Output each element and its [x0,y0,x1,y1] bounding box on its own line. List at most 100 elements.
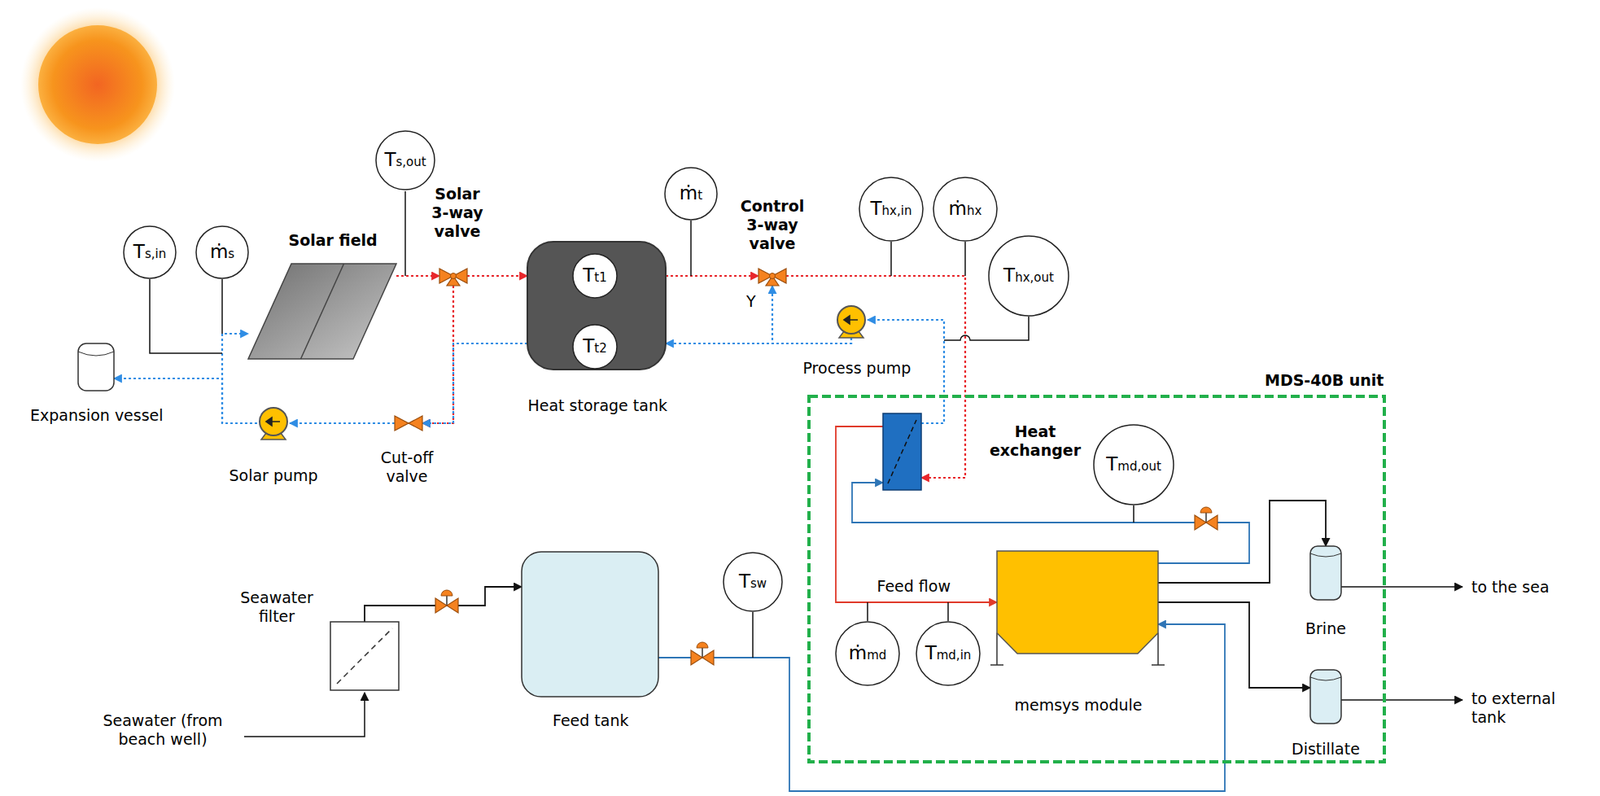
component-label: MDS-40B unit [1264,371,1384,390]
three-way-valve-part [769,273,776,280]
cut-off-valve: Cut-off valve [394,414,423,433]
annotation-label: to the sea [1468,577,1552,597]
component-label: memsys module [1014,695,1143,715]
sensor-circle: Tsw [722,551,783,613]
pump-symbol: Solar pump [257,406,290,440]
heat-exchanger-part [887,419,917,484]
leader-line [944,316,1029,341]
sensor-circle-part [933,177,997,241]
sensor-label: Ts,out [384,149,426,171]
sensor-circle: ṁhx [932,176,998,242]
sensor-circle: Tmd,in [915,620,981,687]
feed-tank: Feed tank [521,551,659,697]
sensor-label: Tsw [738,571,767,592]
sensor-label: ṁmd [848,642,888,664]
sensor-label: Thx,out [1003,265,1054,286]
component-label: Expansion vessel [30,406,164,425]
distillate-outlet [1341,699,1463,701]
membrane-module-outline [996,550,1159,654]
sensor-circle-part [988,236,1069,316]
component-label: Cut-off valve [368,448,446,486]
solar-collector: Solar field [248,263,397,359]
valve-symbol [1194,507,1218,530]
component-label: Heat exchanger [982,422,1089,460]
pipe-connector [786,275,966,478]
flow-label: Feed flow [874,577,954,596]
pipe-connector [1158,602,1311,688]
annotation-label: to external tank [1468,689,1584,727]
component-label: Seawater filter [231,588,322,626]
sensor-circle-part [123,226,176,279]
three-way-valve: Solar 3-way valve [439,266,468,286]
valve-actuator [696,642,709,648]
sensor-circle: Thx,out [987,235,1070,317]
collection-vessel: Distillate [1310,669,1342,724]
pump-symbol-part [259,407,288,436]
feed-tank-outline [521,551,659,697]
leader-line [947,602,949,621]
sensor-label: ṁhx [948,198,983,219]
membrane-module-part [996,550,1159,654]
collection-vessel: Brine [1310,546,1342,600]
sensor-label: Tt1 [582,265,608,286]
collection-vessel-part [1310,669,1342,724]
three-way-valve-part [450,273,457,280]
feed-tank-part [521,551,659,697]
component-label: Brine [1305,619,1347,639]
pump-symbol-outline [257,406,290,440]
storage-tank-part [527,241,666,370]
seawater-inlet [244,692,365,737]
sensor-label: ṁt [679,183,703,204]
pipe-connector [364,586,522,622]
sensor-circle-part [1093,424,1174,505]
sensor-circle-part [723,552,783,612]
sensor-label: Tmd,in [925,642,972,664]
pump-symbol-outline [834,305,868,338]
valve-body [1194,515,1218,530]
pipe-connector [289,422,395,425]
leader-line [890,241,892,276]
solar-collector-outline [248,263,397,359]
three-way-valve-outline [439,266,468,286]
sensor-label: Ts,in [133,241,167,263]
pipe-connector [422,285,454,424]
heat-exchanger: Heat exchanger [883,413,922,490]
sun-glow [20,7,175,162]
membrane-module: memsys module [996,550,1159,654]
sensor-circle: Ts,in [122,225,177,280]
leader-line [404,191,407,276]
valve-actuator [1200,507,1212,513]
sensor-circle-part [196,226,249,279]
three-way-valve: Control 3-way valve [758,266,787,286]
outlet-lines [244,586,1463,737]
component-label: Heat storage tank [528,396,668,416]
solar-collector-part [301,263,345,359]
valve-stem [445,594,448,606]
brine-outlet [1341,585,1463,588]
sensor-circle-part [916,621,980,686]
cut-off-valve-part [394,415,423,431]
component-label: Control 3-way valve [734,196,812,253]
pipe-connector [222,333,258,424]
collection-vessel-part [1310,677,1342,681]
sensor-label: Thx,in [870,198,913,219]
three-way-valve-part [439,268,468,286]
component-label: Solar pump [229,466,319,486]
cut-off-valve-outline [394,414,423,433]
valve-actuator [441,590,453,596]
filter-symbol-part [336,628,393,684]
pipe-connector [422,343,528,424]
sensor-circle: ṁs [195,225,250,280]
valve-body [435,598,459,613]
sensor-circle: Tt1 [572,253,618,299]
pump-symbol-part [843,315,858,324]
heat-exchanger-outline [883,413,922,490]
collection-vessel-part [1310,546,1342,600]
sensor-circle: ṁmd [834,620,901,687]
sensor-circle: Thx,in [858,176,924,242]
filter-symbol-part [330,621,399,691]
sensor-circle: Ts,out [375,130,436,191]
sensor-circle: Tmd,out [1092,424,1175,506]
sensor-label: ṁs [209,241,235,263]
